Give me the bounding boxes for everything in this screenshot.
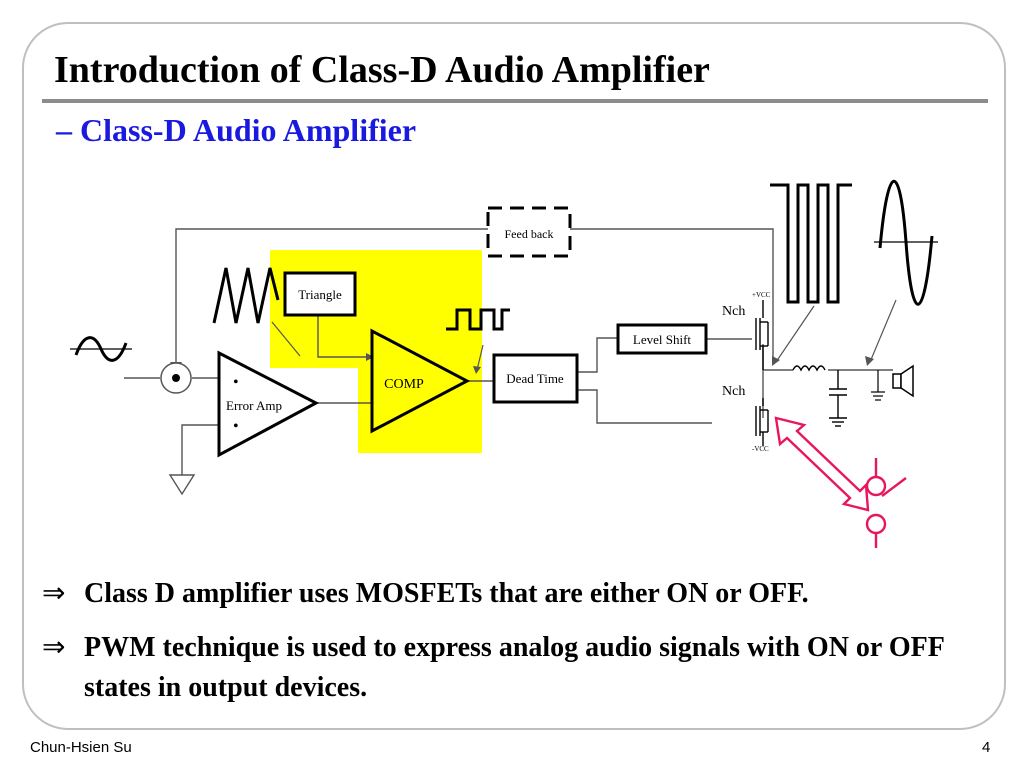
class-d-block-diagram: Feed back Triangle COMP • • Error Amp De…	[70, 179, 938, 548]
feedback-line-left	[175, 228, 488, 363]
level-shift-block	[616, 323, 708, 355]
slide-title: Introduction of Class-D Audio Amplifier	[54, 49, 710, 91]
dead-time-block	[492, 353, 579, 404]
output-pwm-waveform-icon	[770, 183, 852, 304]
error-amp-minus: •	[233, 418, 239, 435]
input-sine-icon	[74, 336, 128, 362]
low-side-mosfet-icon	[755, 398, 769, 446]
output-sine-icon	[878, 179, 934, 306]
error-amp-plus: •	[233, 374, 239, 391]
triangle-waveform-arrow	[271, 321, 301, 357]
bullet-item: ⇒ PWM technique is used to express analog…	[42, 628, 974, 708]
footer-author: Chun-Hsien Su	[30, 739, 132, 756]
comp-input-arrowhead	[366, 353, 374, 361]
level-shift-label: Level Shift	[633, 332, 692, 347]
pwm-waveform-arrow	[476, 344, 484, 371]
erroramp-ground-line	[181, 424, 219, 475]
vcc-minus-label: -VCC	[752, 445, 769, 453]
slide-frame	[22, 22, 1006, 730]
pwm-waveform-icon	[446, 308, 510, 331]
error-amp-symbol	[217, 350, 320, 458]
deadtime-to-lowside-line	[577, 389, 712, 424]
bullet-text: PWM technique is used to express analog …	[84, 632, 944, 703]
ground-icon	[168, 474, 196, 496]
triangle-label: Triangle	[298, 287, 342, 302]
triangle-to-comp-line	[317, 316, 372, 358]
speaker-ground-icon	[871, 370, 885, 401]
implies-arrow-icon: ⇒	[42, 578, 66, 609]
speaker-icon	[892, 364, 914, 398]
output-pwm-arrow	[775, 305, 815, 363]
switch-icon	[865, 458, 907, 548]
output-pwm-arrowhead	[772, 356, 780, 366]
slide-subtitle: – Class-D Audio Amplifier	[56, 112, 417, 148]
deadtime-to-levelshift-line	[577, 337, 618, 373]
error-amp-label: Error Amp	[226, 398, 282, 413]
inductor-icon	[792, 365, 826, 372]
bullet-text: Class D amplifier uses MOSFETs that are …	[84, 578, 809, 609]
switch-equivalence-arrow-icon	[774, 416, 870, 512]
high-side-mosfet-icon	[755, 300, 769, 370]
triangle-waveform-icon	[212, 267, 280, 324]
implies-arrow-icon: ⇒	[42, 632, 66, 663]
comparator-symbol	[370, 328, 471, 434]
pwm-arrowhead	[473, 366, 481, 374]
summing-node-dot	[172, 374, 180, 382]
filter-capacitor-icon	[829, 370, 847, 427]
output-sine-arrowhead	[865, 356, 874, 366]
high-side-nch-label: Nch	[722, 304, 745, 319]
comparator-label: COMP	[384, 377, 424, 392]
low-side-nch-label: Nch	[722, 384, 745, 399]
page-number: 4	[982, 739, 991, 756]
feedback-block	[486, 206, 572, 258]
output-sine-arrow	[869, 299, 897, 363]
vcc-plus-label: +VCC	[752, 291, 771, 299]
triangle-block	[283, 271, 357, 317]
title-divider	[42, 99, 988, 103]
dead-time-label: Dead Time	[506, 371, 564, 386]
bullet-item: ⇒ Class D amplifier uses MOSFETs that are…	[42, 574, 974, 614]
feedback-label: Feed back	[505, 227, 554, 241]
feedback-line-right	[570, 228, 774, 362]
